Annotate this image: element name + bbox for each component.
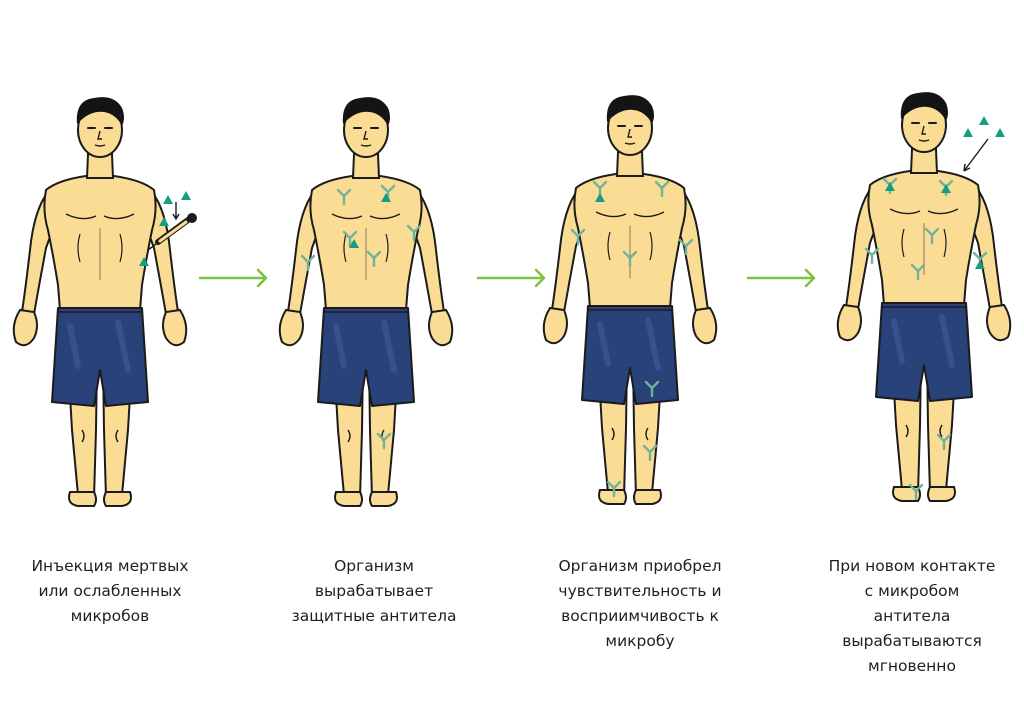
- incoming-microbes: [963, 116, 1005, 172]
- syringe-icon: [147, 202, 197, 251]
- caption-1: Инъекция мертвых или ослабленных микробо…: [0, 554, 220, 629]
- caption-line: антитела: [873, 607, 951, 625]
- caption-line: вырабатывает: [314, 582, 434, 600]
- caption-line: При новом контакте: [828, 557, 996, 575]
- figure-4: [838, 92, 1011, 501]
- caption-line: чувствительность и: [558, 582, 722, 600]
- caption-line: вырабатываются: [842, 632, 982, 650]
- caption-2: Организм вырабатывает защитные антитела: [264, 554, 484, 629]
- caption-line: микробов: [70, 607, 150, 625]
- caption-3: Организм приобрел чувствительность и вос…: [530, 554, 750, 654]
- caption-4: При новом контакте с микробом антитела в…: [802, 554, 1022, 679]
- caption-line: Организм: [334, 557, 414, 575]
- figure-1: [14, 97, 197, 506]
- caption-line: микробу: [605, 632, 675, 650]
- caption-line: мгновенно: [868, 657, 956, 675]
- caption-line: Инъекция мертвых: [31, 557, 189, 575]
- figure-3: [544, 95, 717, 504]
- caption-line: восприимчивость к: [561, 607, 719, 625]
- caption-line: или ослабленных: [38, 582, 182, 600]
- caption-line: с микробом: [864, 582, 960, 600]
- figure-2: [280, 97, 453, 506]
- arrow-2: [476, 268, 546, 288]
- arrow-3: [746, 268, 816, 288]
- caption-line: Организм приобрел: [558, 557, 722, 575]
- caption-line: защитные антитела: [291, 607, 457, 625]
- arrow-1: [198, 268, 268, 288]
